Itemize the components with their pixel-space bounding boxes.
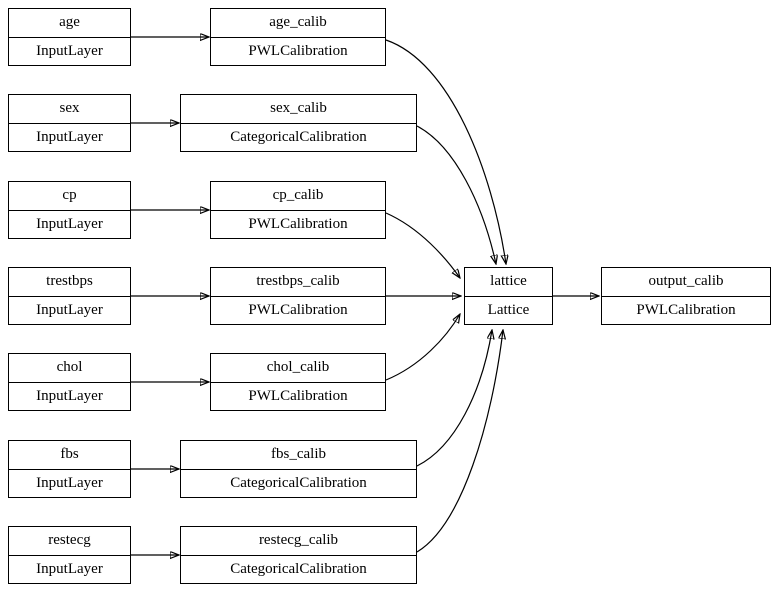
node-sex-calib: sex_calib CategoricalCalibration [180, 94, 417, 152]
node-cp-input: cp InputLayer [8, 181, 131, 239]
node-cp-calib: cp_calib PWLCalibration [210, 181, 386, 239]
node-restecg-calib: restecg_calib CategoricalCalibration [180, 526, 417, 584]
lattice-name: lattice [490, 273, 527, 290]
node-restecg-input: restecg InputLayer [8, 526, 131, 584]
sex-calib-name: sex_calib [270, 100, 327, 117]
trestbps-input-type: InputLayer [9, 295, 130, 325]
restecg-calib-name: restecg_calib [258, 532, 339, 549]
sex-calib-type: CategoricalCalibration [181, 122, 416, 152]
chol-input-name: chol [56, 359, 83, 376]
node-chol-calib: chol_calib PWLCalibration [210, 353, 386, 411]
chol-calib-type: PWLCalibration [211, 381, 385, 411]
restecg-calib-type: CategoricalCalibration [181, 554, 416, 584]
edge-chol-calib-to-lattice [385, 314, 460, 381]
restecg-input-type: InputLayer [9, 554, 130, 584]
age-calib-type: PWLCalibration [211, 36, 385, 66]
fbs-input-name: fbs [60, 446, 79, 463]
cp-input-name: cp [62, 187, 77, 204]
fbs-input-type: InputLayer [9, 468, 130, 498]
node-trestbps-input: trestbps InputLayer [8, 267, 131, 325]
node-fbs-calib: fbs_calib CategoricalCalibration [180, 440, 417, 498]
age-input-type: InputLayer [9, 36, 130, 66]
trestbps-calib-type: PWLCalibration [211, 295, 385, 325]
node-trestbps-calib: trestbps_calib PWLCalibration [210, 267, 386, 325]
cp-input-type: InputLayer [9, 209, 130, 239]
node-age-input: age InputLayer [8, 8, 131, 66]
output-calib-name: output_calib [648, 273, 724, 290]
node-lattice: lattice Lattice [464, 267, 553, 325]
cp-calib-type: PWLCalibration [211, 209, 385, 239]
chol-input-type: InputLayer [9, 381, 130, 411]
output-calib-type: PWLCalibration [602, 295, 770, 325]
lattice-type: Lattice [465, 295, 552, 325]
edge-age-calib-to-lattice [385, 39, 506, 264]
trestbps-input-name: trestbps [46, 273, 93, 290]
edge-fbs-calib-to-lattice [416, 330, 492, 467]
edge-cp-calib-to-lattice [385, 212, 460, 278]
sex-input-type: InputLayer [9, 122, 130, 152]
age-calib-name: age_calib [269, 14, 327, 31]
node-fbs-input: fbs InputLayer [8, 440, 131, 498]
node-sex-input: sex InputLayer [8, 94, 131, 152]
fbs-calib-type: CategoricalCalibration [181, 468, 416, 498]
age-input-name: age [59, 14, 80, 31]
fbs-calib-name: fbs_calib [271, 446, 326, 463]
chol-calib-name: chol_calib [266, 359, 330, 376]
node-age-calib: age_calib PWLCalibration [210, 8, 386, 66]
edge-restecg-calib-to-lattice [416, 330, 503, 553]
sex-input-name: sex [59, 100, 80, 117]
node-output-calib: output_calib PWLCalibration [601, 267, 771, 325]
cp-calib-name: cp_calib [272, 187, 324, 204]
restecg-input-name: restecg [48, 532, 91, 549]
trestbps-calib-name: trestbps_calib [256, 273, 340, 290]
node-chol-input: chol InputLayer [8, 353, 131, 411]
edge-sex-calib-to-lattice [416, 125, 496, 264]
